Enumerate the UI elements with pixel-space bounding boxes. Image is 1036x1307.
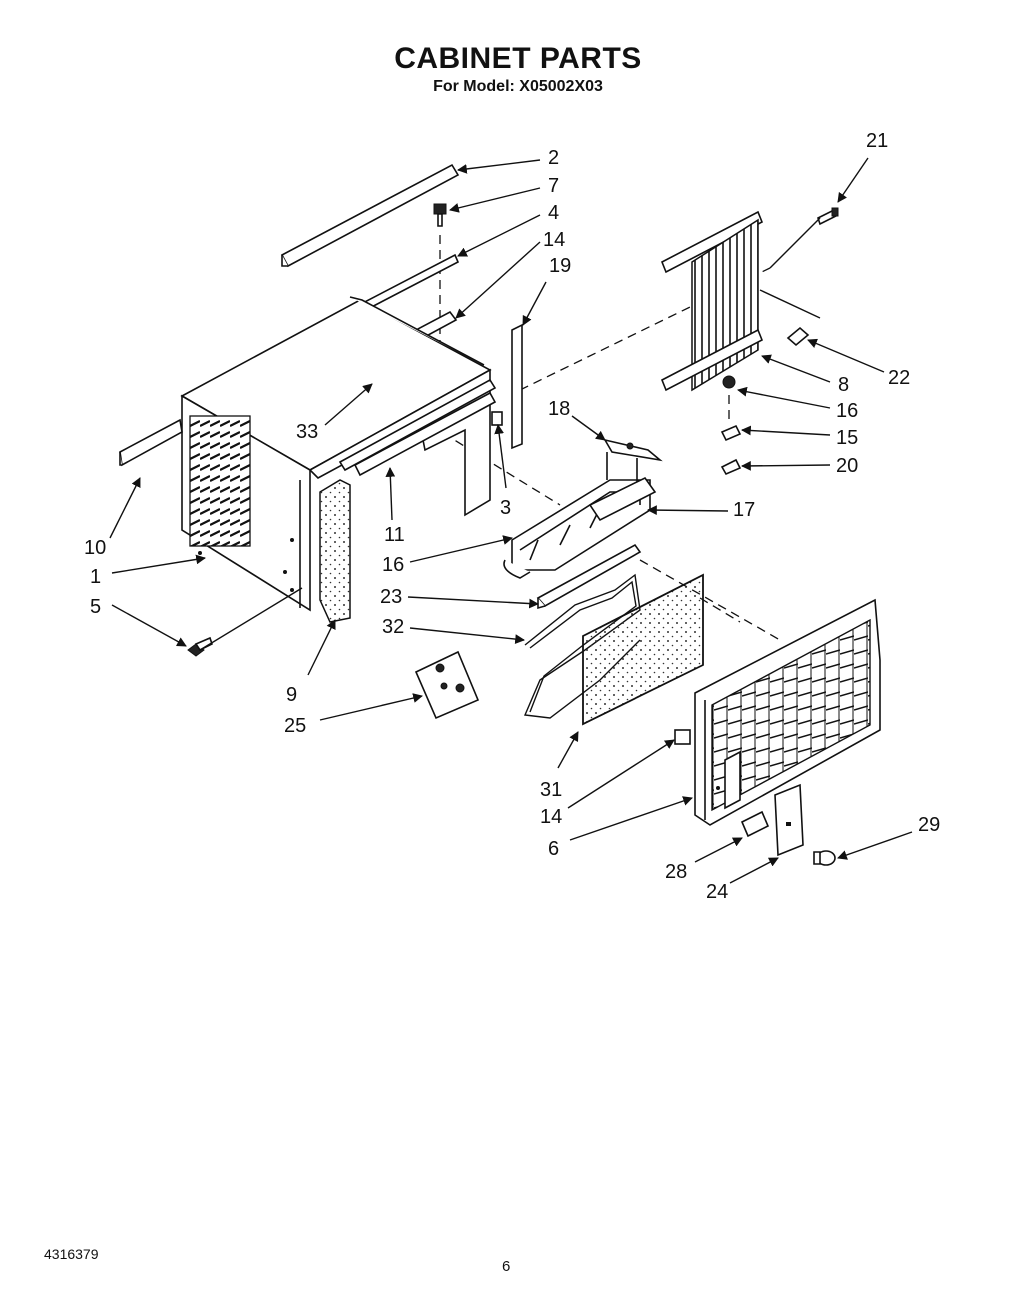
callout-9: 9 — [286, 684, 297, 706]
callout-29: 29 — [918, 814, 940, 836]
callout-33: 33 — [296, 421, 318, 443]
page-title: CABINET PARTS — [394, 42, 642, 75]
callout-22: 21 — [866, 130, 888, 152]
page-number: 6 — [502, 1258, 511, 1275]
knob — [813, 850, 836, 866]
cabinet-box — [180, 296, 497, 612]
callout-7: 7 — [548, 175, 559, 197]
filter-pad — [582, 573, 704, 726]
callout-25: 24 — [706, 881, 728, 903]
callout-23: 22 — [888, 367, 910, 389]
callout-11: 11 — [384, 524, 405, 546]
cabinet-screw — [187, 636, 213, 657]
callout-21: 19 — [549, 255, 571, 277]
callout-1: 1 — [90, 566, 101, 588]
mount-bracket — [414, 650, 480, 720]
callout-16: 16 — [836, 400, 858, 422]
clip — [491, 411, 503, 426]
tab — [674, 729, 691, 745]
callout-6: 6 — [548, 838, 559, 860]
callout-3: 3 — [500, 497, 511, 519]
callout-14: 14 — [540, 806, 562, 828]
callout-24: 23 — [380, 586, 402, 608]
top-bracket — [603, 438, 663, 486]
callout-26: 25 — [284, 715, 306, 737]
callout-8: 8 — [838, 374, 849, 396]
spring-clip — [720, 458, 742, 476]
callout-20: 20 — [836, 455, 858, 477]
callout-4: 4 — [548, 202, 559, 224]
callout-28: 28 — [665, 861, 687, 883]
condenser-screw — [817, 207, 839, 226]
front-grille — [694, 598, 881, 826]
washer — [720, 424, 742, 442]
side-seal — [319, 479, 351, 623]
screw — [433, 203, 447, 227]
grommet — [722, 375, 736, 389]
callout-12: 14 — [543, 229, 565, 251]
callout-15: 15 — [836, 427, 858, 449]
callout-5: 5 — [90, 596, 101, 618]
side-bracket — [511, 323, 523, 450]
cover-plate — [774, 783, 804, 857]
condenser-panel — [660, 210, 764, 392]
callout-10: 10 — [84, 537, 106, 559]
callout-labels: 2 7 4 14 19 21 22 8 16 15 20 18 33 3 17 … — [84, 130, 940, 903]
callout-18: 17 — [733, 499, 755, 521]
callout-2: 2 — [548, 147, 559, 169]
callout-31: 31 — [540, 779, 562, 801]
fan-frame — [588, 476, 657, 522]
top-rail — [280, 163, 460, 268]
document-code: 4316379 — [44, 1246, 99, 1262]
model-subtitle: For Model: X05002X03 — [433, 78, 603, 95]
callout-19: 18 — [548, 398, 570, 420]
block — [740, 810, 770, 838]
callout-17: 16 — [382, 554, 404, 576]
fastener — [786, 326, 810, 347]
callout-32: 32 — [382, 616, 404, 638]
leader-lines — [109, 157, 913, 884]
base-rail — [119, 418, 183, 467]
